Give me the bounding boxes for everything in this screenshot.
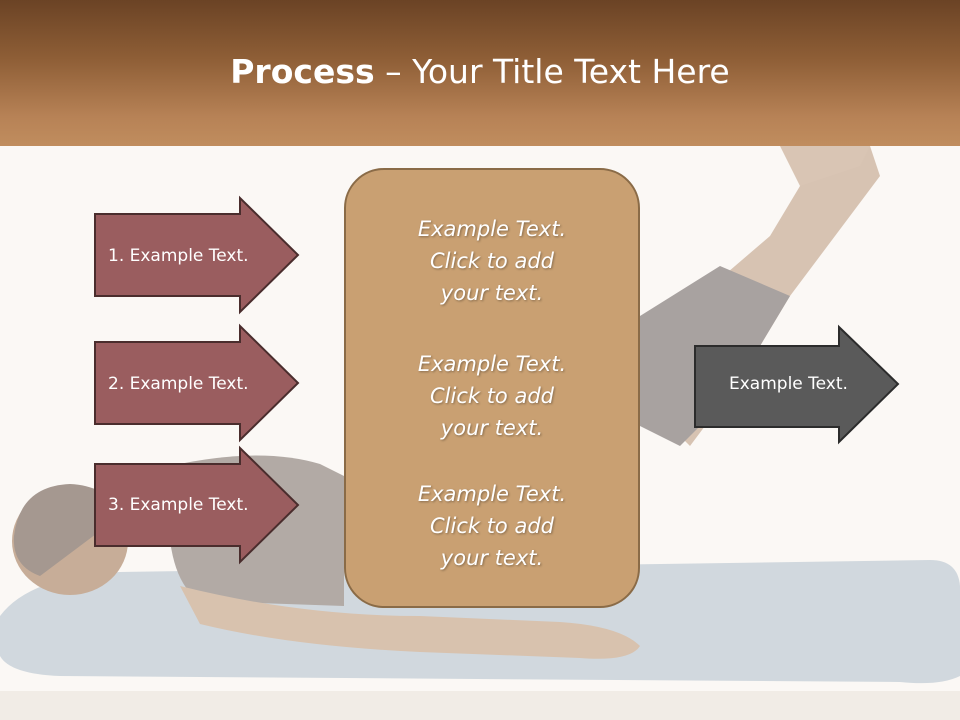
center-text-block-3: Example Text. Click to add your text. [344, 478, 640, 574]
left-arrow-3-label: 3. Example Text. [108, 495, 249, 515]
center-text-box[interactable] [344, 168, 640, 608]
right-arrow-label: Example Text. [729, 374, 848, 394]
title-bold-part: Process [230, 52, 375, 91]
center-block-2-line-2: Click to add [429, 384, 554, 408]
left-arrow-1[interactable] [94, 195, 300, 315]
center-text-block-2: Example Text. Click to add your text. [344, 348, 640, 444]
center-block-2-line-3: your text. [440, 416, 544, 440]
left-arrow-3[interactable] [94, 445, 300, 565]
left-arrow-2[interactable] [94, 323, 300, 443]
left-arrow-1-label: 1. Example Text. [108, 246, 249, 266]
center-block-1-line-3: your text. [440, 281, 544, 305]
center-block-3-line-2: Click to add [429, 514, 554, 538]
right-arrow[interactable] [694, 324, 900, 445]
center-block-1-line-2: Click to add [429, 249, 554, 273]
center-block-2-line-1: Example Text. [417, 352, 567, 376]
left-arrow-2-label: 2. Example Text. [108, 374, 249, 394]
center-text-block-1: Example Text. Click to add your text. [344, 213, 640, 309]
slide-title[interactable]: Process – Your Title Text Here [0, 52, 960, 91]
center-block-3-line-1: Example Text. [417, 482, 567, 506]
title-rest-part: – Your Title Text Here [374, 52, 730, 91]
center-block-1-line-1: Example Text. [417, 217, 567, 241]
center-block-3-line-3: your text. [440, 546, 544, 570]
title-bar [0, 0, 960, 146]
